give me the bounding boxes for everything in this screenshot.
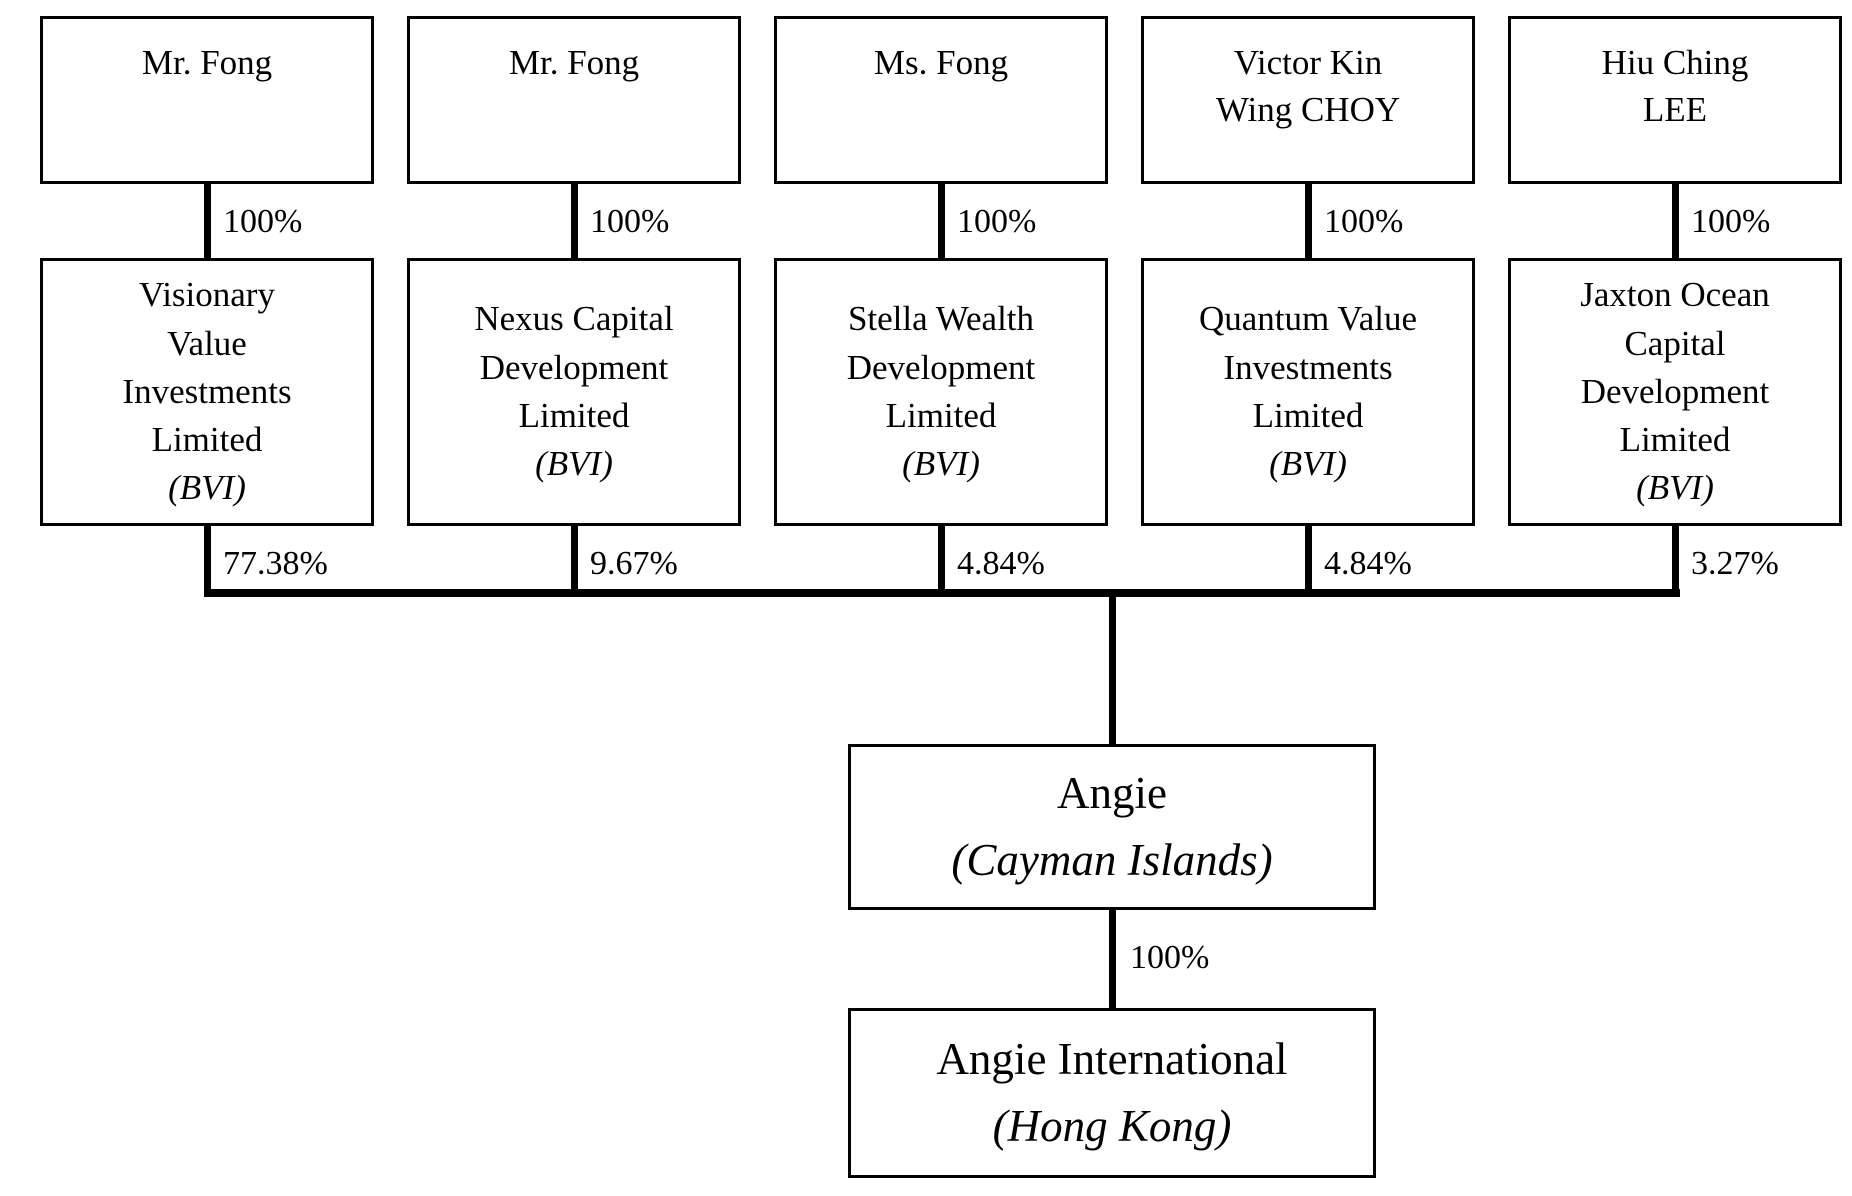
owner-name: Ms. Fong (873, 43, 1009, 82)
holding-company-jurisdiction: (BVI) (1269, 444, 1347, 484)
connector-line (1305, 526, 1312, 592)
ownership-label: 100% (1691, 203, 1771, 240)
ownership-label: 100% (957, 203, 1037, 240)
subsidiary-name: Angie International (936, 1033, 1288, 1084)
connector-line (204, 526, 211, 592)
connector-line (571, 526, 578, 592)
holding-company-jurisdiction: (BVI) (902, 444, 980, 484)
connector-line (204, 184, 211, 262)
stake-label: 77.38% (223, 545, 328, 582)
connector-line (1109, 910, 1116, 1008)
owner-box-1: Mr. Fong (40, 16, 374, 184)
subsidiary-box: Angie International (Hong Kong) (848, 1008, 1376, 1178)
owner-box-3: Ms. Fong (774, 16, 1108, 184)
subsidiary-jurisdiction: (Hong Kong) (992, 1101, 1232, 1151)
company-name: Angie (1057, 767, 1167, 818)
owner-box-2: Mr. Fong (407, 16, 741, 184)
company-jurisdiction: (Cayman Islands) (951, 835, 1273, 885)
connector-line (1672, 184, 1679, 262)
owner-name: Mr. Fong (508, 43, 640, 82)
connector-line (938, 526, 945, 592)
owner-name: Mr. Fong (141, 43, 273, 82)
stake-label: 9.67% (590, 545, 678, 582)
stake-label: 4.84% (957, 545, 1045, 582)
stake-label: 3.27% (1691, 545, 1779, 582)
ownership-label: 100% (1324, 203, 1404, 240)
connector-line (1109, 592, 1116, 744)
holding-company-jurisdiction: (BVI) (168, 468, 246, 508)
ownership-label: 100% (590, 203, 670, 240)
holding-company-jurisdiction: (BVI) (535, 444, 613, 484)
company-box: Angie (Cayman Islands) (848, 744, 1376, 910)
aggregation-bar (204, 589, 1680, 597)
ownership-label: 100% (223, 203, 303, 240)
connector-line (1305, 184, 1312, 262)
stake-label: 4.84% (1324, 545, 1412, 582)
connector-line (1672, 526, 1679, 592)
holding-company-jurisdiction: (BVI) (1636, 468, 1714, 508)
ownership-label: 100% (1130, 939, 1210, 976)
connector-line (571, 184, 578, 262)
connector-line (938, 184, 945, 262)
